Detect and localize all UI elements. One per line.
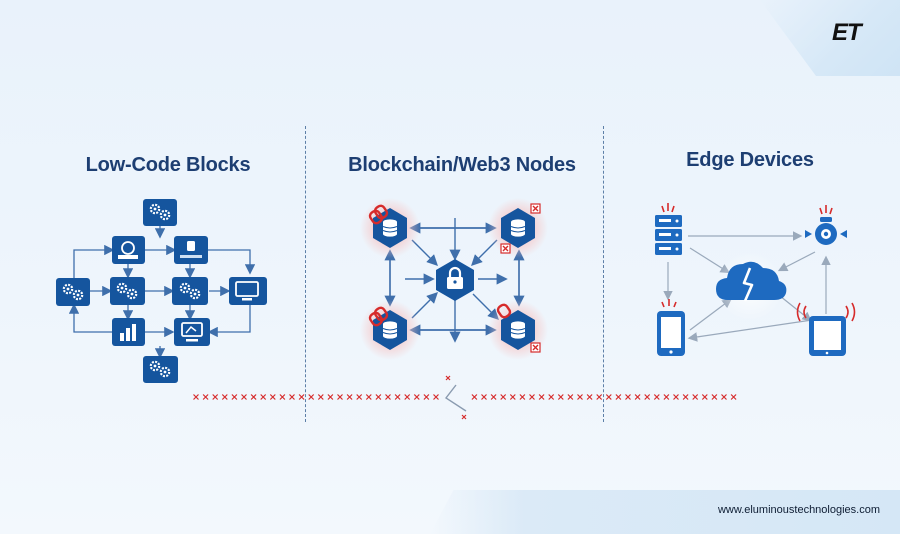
cross-mark <box>250 394 257 400</box>
cross-mark <box>548 394 555 400</box>
break-marks <box>445 375 467 420</box>
cross-mark <box>519 394 526 400</box>
cross-mark <box>634 394 641 400</box>
low-code-block <box>174 318 210 346</box>
cross-mark <box>721 394 727 400</box>
cross-mark <box>327 394 334 400</box>
cross-mark <box>337 394 343 400</box>
blockchain-node <box>488 198 548 258</box>
low-code-block <box>56 278 90 306</box>
website-url: www.eluminoustechnologies.com <box>717 504 880 516</box>
cross-mark <box>298 394 305 400</box>
blockchain-heading: Blockchain/Web3 Nodes <box>348 154 576 176</box>
break-chevron <box>444 384 467 412</box>
company-logo: ET <box>832 19 862 46</box>
cross-mark <box>202 394 209 400</box>
cross-mark <box>682 394 689 400</box>
blockchain-node <box>360 300 420 360</box>
low-code-block <box>110 277 145 305</box>
low-code-heading: Low-Code Blocks <box>85 154 251 176</box>
cross-mark <box>260 394 267 400</box>
cross-mark <box>615 394 622 400</box>
server-icon <box>655 203 682 255</box>
cross-mark <box>500 394 507 400</box>
blockchain-node <box>488 300 548 360</box>
cross-mark <box>481 394 487 400</box>
blockchain-node <box>360 198 420 258</box>
cross-mark <box>711 394 718 400</box>
cross-mark <box>404 394 411 400</box>
cross-mark <box>529 394 535 400</box>
cross-mark <box>221 394 228 400</box>
cross-mark <box>605 394 612 400</box>
cross-mark <box>596 394 603 400</box>
low-code-block <box>229 277 267 305</box>
sensor-icon <box>805 205 847 245</box>
broken-connection-line <box>193 394 737 400</box>
low-code-block <box>174 236 208 264</box>
cross-mark <box>433 394 439 400</box>
phone-icon <box>657 299 685 356</box>
cross-mark <box>471 394 478 400</box>
cross-mark <box>644 394 651 400</box>
low-code-block <box>143 199 177 226</box>
cross-mark <box>317 394 324 400</box>
cross-mark <box>269 394 276 400</box>
footer-band <box>430 490 900 534</box>
cross-mark <box>692 394 699 400</box>
cross-mark <box>231 394 238 400</box>
low-code-connectors <box>68 226 256 359</box>
low-code-block <box>172 277 208 305</box>
low-code-block <box>112 318 145 346</box>
cross-mark <box>538 394 545 400</box>
cross-mark <box>577 394 583 400</box>
cross-mark <box>385 394 391 400</box>
cross-mark <box>193 394 199 400</box>
lock-icon <box>436 259 474 301</box>
cross-mark <box>701 394 708 400</box>
cross-mark <box>289 394 295 400</box>
cross-mark <box>365 394 372 400</box>
cross-mark <box>509 394 516 400</box>
cross-mark <box>567 394 574 400</box>
cross-mark <box>653 394 660 400</box>
cross-mark <box>212 394 219 400</box>
cross-mark <box>308 394 315 400</box>
low-code-block <box>112 236 145 264</box>
cross-mark <box>663 394 670 400</box>
cross-mark <box>394 394 401 400</box>
cross-mark <box>413 394 420 400</box>
cross-mark <box>423 394 430 400</box>
section-divider <box>603 126 604 422</box>
cross-mark <box>279 394 286 400</box>
section-divider <box>305 126 306 422</box>
cloud-icon <box>716 252 787 320</box>
cross-mark <box>730 394 737 400</box>
cross-mark <box>673 394 679 400</box>
tablet-icon <box>796 302 856 356</box>
cross-mark <box>241 394 247 400</box>
cross-mark <box>490 394 497 400</box>
low-code-block <box>143 356 178 383</box>
cross-mark <box>586 394 593 400</box>
cross-mark <box>557 394 564 400</box>
cross-mark <box>625 394 631 400</box>
cross-mark <box>356 394 363 400</box>
edge-devices-heading: Edge Devices <box>686 149 814 171</box>
cross-mark <box>346 394 353 400</box>
cross-mark <box>375 394 382 400</box>
